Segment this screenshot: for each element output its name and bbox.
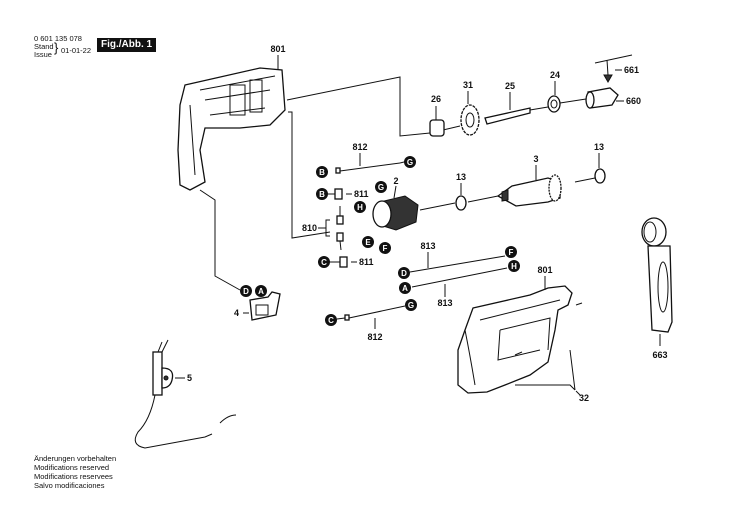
label-2: 2: [393, 176, 398, 186]
svg-text:F: F: [383, 244, 388, 253]
connector-f1: F: [379, 242, 391, 254]
connector-h2: H: [508, 260, 520, 272]
bearing-13-left: 13: [455, 172, 467, 211]
bearing-24: 24: [547, 70, 561, 113]
svg-text:G: G: [407, 158, 413, 167]
connector-e1: E: [362, 236, 374, 248]
svg-text:H: H: [511, 262, 517, 271]
label-31: 31: [463, 80, 473, 90]
stator-2: 2: [372, 176, 419, 231]
line-housing-to-bearing26: [286, 76, 431, 137]
terminal-811-top: 811: [334, 188, 369, 200]
connector-g3: G: [405, 299, 417, 311]
label-661: 661: [624, 65, 639, 75]
connector-h1: H: [354, 201, 366, 213]
notice-line-de: Änderungen vorbehalten: [34, 454, 117, 463]
connector-f2: F: [505, 246, 517, 258]
svg-text:B: B: [319, 168, 325, 177]
label-812-bottom: 812: [367, 332, 382, 342]
notice-line-es: Salvo modificaciones: [34, 481, 105, 490]
chuck-660: 660: [585, 87, 641, 109]
connector-g2: G: [375, 181, 387, 193]
label-13-right: 13: [594, 142, 604, 152]
connector-c2: C: [325, 314, 346, 326]
line-25-24: [529, 106, 549, 111]
connector-d2: D: [240, 285, 252, 297]
svg-text:G: G: [378, 183, 384, 192]
wire-812-top: 812: [335, 142, 401, 174]
svg-text:E: E: [365, 238, 371, 247]
label-810: 810: [302, 223, 317, 233]
svg-text:C: C: [328, 316, 334, 325]
brace: }: [54, 40, 59, 55]
assembly-lines: [199, 76, 596, 291]
part-number: 0 601 135 078: [34, 34, 82, 43]
modifications-notice: Änderungen vorbehalten Modifications res…: [34, 454, 116, 490]
connector-a1: A: [399, 282, 411, 294]
label-660: 660: [626, 96, 641, 106]
label-24: 24: [550, 70, 560, 80]
stand-label: Stand: [34, 42, 54, 51]
line-stator-13: [419, 202, 456, 211]
connector-a2: A: [255, 285, 267, 297]
svg-text:G: G: [408, 301, 414, 310]
bearing-13-right: 13: [594, 142, 606, 184]
housing-left: 801: [177, 44, 286, 191]
bearing-26: 26: [429, 94, 445, 137]
label-25: 25: [505, 81, 515, 91]
housing-right: 801 32: [457, 265, 589, 403]
connector-b1: B: [316, 166, 328, 178]
label-13-left: 13: [456, 172, 466, 182]
label-3: 3: [533, 154, 538, 164]
label-811-bottom: 811: [359, 257, 374, 267]
line-24-660: [559, 98, 587, 104]
connector-c1: C: [318, 256, 340, 268]
figure-label: Fig./Abb. 1: [97, 38, 157, 52]
svg-text:A: A: [258, 287, 264, 296]
shaft-25: 25: [484, 81, 531, 125]
brush-set-810: 810: [302, 206, 344, 251]
label-813-bottom: 813: [437, 298, 452, 308]
gear-31: 31: [460, 80, 480, 136]
line-armature-13: [574, 177, 596, 183]
issue-label: Issue: [34, 50, 52, 59]
connector-b2: B: [316, 188, 335, 200]
line-housing-to-brushes: [288, 111, 331, 239]
cable-5: 5: [134, 339, 237, 449]
label-26: 26: [431, 94, 441, 104]
svg-text:D: D: [243, 287, 249, 296]
handle-663: 663: [641, 217, 673, 360]
connector-d1: D: [398, 267, 410, 279]
label-813-top: 813: [420, 241, 435, 251]
line-13-armature: [467, 195, 499, 203]
wire-813-bottom: 813: [411, 267, 508, 308]
notice-line-fr: Modifications reservees: [34, 472, 113, 481]
label-4: 4: [234, 308, 239, 318]
line-housing-to-switch: [199, 189, 241, 291]
line-26-31: [442, 125, 461, 131]
connector-g1: G: [399, 156, 416, 168]
wire-812-bottom: 812: [344, 305, 406, 342]
issue-date: 01-01-22: [61, 46, 92, 55]
notice-line-en: Modifications reserved: [34, 463, 110, 472]
svg-text:H: H: [357, 203, 363, 212]
svg-text:A: A: [402, 284, 408, 293]
svg-text:F: F: [509, 248, 514, 257]
chuck-key-661: 661: [594, 54, 639, 84]
wire-813-top: 813: [409, 241, 506, 273]
armature-3: 3: [496, 154, 562, 207]
terminal-811-bottom: 811: [339, 256, 374, 268]
svg-text:D: D: [401, 269, 407, 278]
label-801-left: 801: [270, 44, 285, 54]
switch-4: 4: [234, 291, 281, 321]
label-663: 663: [652, 350, 667, 360]
label-801-right: 801: [537, 265, 552, 275]
svg-text:B: B: [319, 190, 325, 199]
label-812-top: 812: [352, 142, 367, 152]
svg-text:C: C: [321, 258, 327, 267]
label-32: 32: [579, 393, 589, 403]
label-811-top: 811: [354, 189, 369, 199]
label-5: 5: [187, 373, 192, 383]
